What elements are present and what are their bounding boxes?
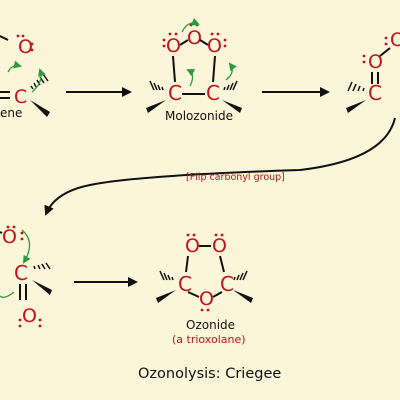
alkene-carbon: C	[14, 86, 27, 108]
oxide-oxygen-terminal: O	[390, 29, 400, 51]
molozonide-carbon-right: C	[206, 81, 220, 105]
ozone-oxygen-terminal: O	[18, 36, 33, 58]
stage-ozonide: O O C C O Ozonide (a trioxolane)	[156, 233, 253, 346]
arrow-to-recombination	[44, 117, 396, 216]
ozonide-oxygen-left: O	[185, 235, 200, 257]
recombine-carbon: C	[14, 261, 28, 285]
stage-molozonide: O O O C C Molozonide	[146, 18, 242, 123]
molozonide-oxygen-right: O	[207, 35, 222, 57]
flip-note: [Flip carbonyl group]	[186, 172, 285, 183]
alkene-label: ene	[0, 106, 22, 120]
ozonide-oxygen-right: O	[212, 235, 227, 257]
ozonide-oxygen-bottom: O	[199, 288, 214, 310]
oxide-carbon: C	[368, 81, 382, 105]
recombine-carbonyl-oxygen: O	[22, 305, 37, 327]
molozonide-carbon-left: C	[168, 81, 182, 105]
stage-recombination: O C O	[0, 225, 52, 328]
ozonide-sublabel: (a trioxolane)	[172, 333, 246, 346]
ozonide-label: Ozonide	[186, 318, 235, 332]
molozonide-oxygen-left: O	[166, 35, 181, 57]
diagram-title: Ozonolysis: Criegee	[138, 366, 281, 382]
ozonide-carbon-right: C	[220, 272, 234, 296]
oxide-oxygen: O	[368, 51, 383, 73]
recombine-oxygen-anion: O	[2, 226, 17, 248]
molozonide-oxygen-top: O	[187, 27, 202, 49]
ozonide-carbon-left: C	[178, 272, 192, 296]
stage-carbonyl-oxide: O O C	[346, 29, 400, 113]
molozonide-label: Molozonide	[165, 109, 233, 123]
stage-alkene-ozone: O C ene	[0, 34, 50, 120]
